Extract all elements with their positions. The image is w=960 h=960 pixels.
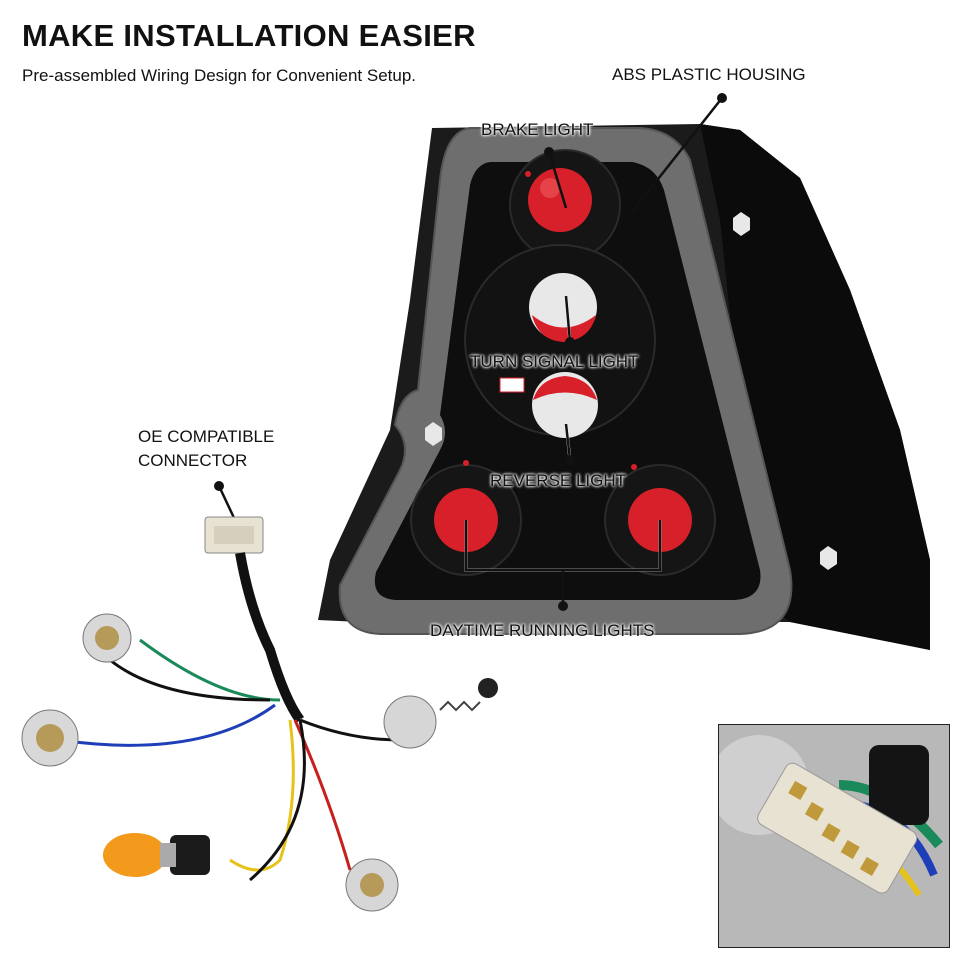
daytime-running-lights-label: DAYTIME RUNNING LIGHTS [430,621,655,640]
mounting-stud [820,546,837,570]
amber-bulb [103,833,167,877]
reverse-light-label: REVERSE LIGHT [490,471,627,490]
callout-dots [214,93,727,611]
callout-lines [217,97,723,606]
page-subtitle: Pre-assembled Wiring Design for Convenie… [22,66,417,85]
connector-label-line2: CONNECTOR [138,451,248,470]
turn-signal-label: TURN SIGNAL LIGHT [470,352,639,371]
abs-housing-label: ABS PLASTIC HOUSING [612,65,806,84]
brake-light-label: BRAKE LIGHT [481,120,594,139]
bulb-socket [170,835,210,875]
wiring-harness [21,516,498,912]
connector-label-line1: OE COMPATIBLE [138,427,275,446]
connector-closeup-inset [718,724,950,948]
connector-closeup-image [719,725,949,947]
page-title: MAKE INSTALLATION EASIER [22,18,476,53]
tail-light-housing [318,124,930,650]
mounting-stud [733,212,750,236]
brake-light-lens [528,168,592,232]
mounting-stud [425,422,442,446]
bulb-socket [383,695,437,749]
